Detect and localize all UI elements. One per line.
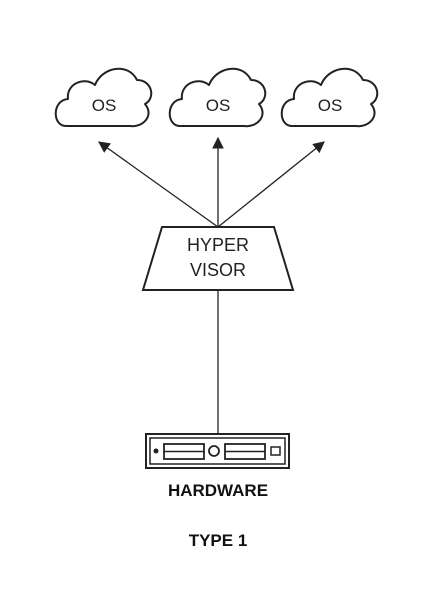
- os-cloud-3: OS: [280, 67, 379, 128]
- os-label: OS: [318, 96, 343, 115]
- hypervisor-shape: [141, 226, 295, 291]
- hypervisor-label-line2: VISOR: [190, 260, 246, 280]
- hypervisor-label-line1: HYPER: [187, 235, 249, 255]
- os-cloud-2: OS: [168, 67, 267, 128]
- diagram-caption: TYPE 1: [189, 531, 248, 550]
- cloud-icon: [280, 67, 379, 128]
- hypervisor-node: HYPER VISOR: [141, 226, 295, 291]
- os-label: OS: [92, 96, 117, 115]
- os-label: OS: [206, 96, 231, 115]
- os-cloud-1: OS: [54, 67, 153, 128]
- cloud-icon: [54, 67, 153, 128]
- arrow-to-os-3: [217, 141, 325, 228]
- server-rack-icon: [145, 433, 290, 469]
- hardware-label: HARDWARE: [168, 481, 268, 500]
- cloud-icon: [168, 67, 267, 128]
- arrow-to-os-1: [98, 141, 219, 228]
